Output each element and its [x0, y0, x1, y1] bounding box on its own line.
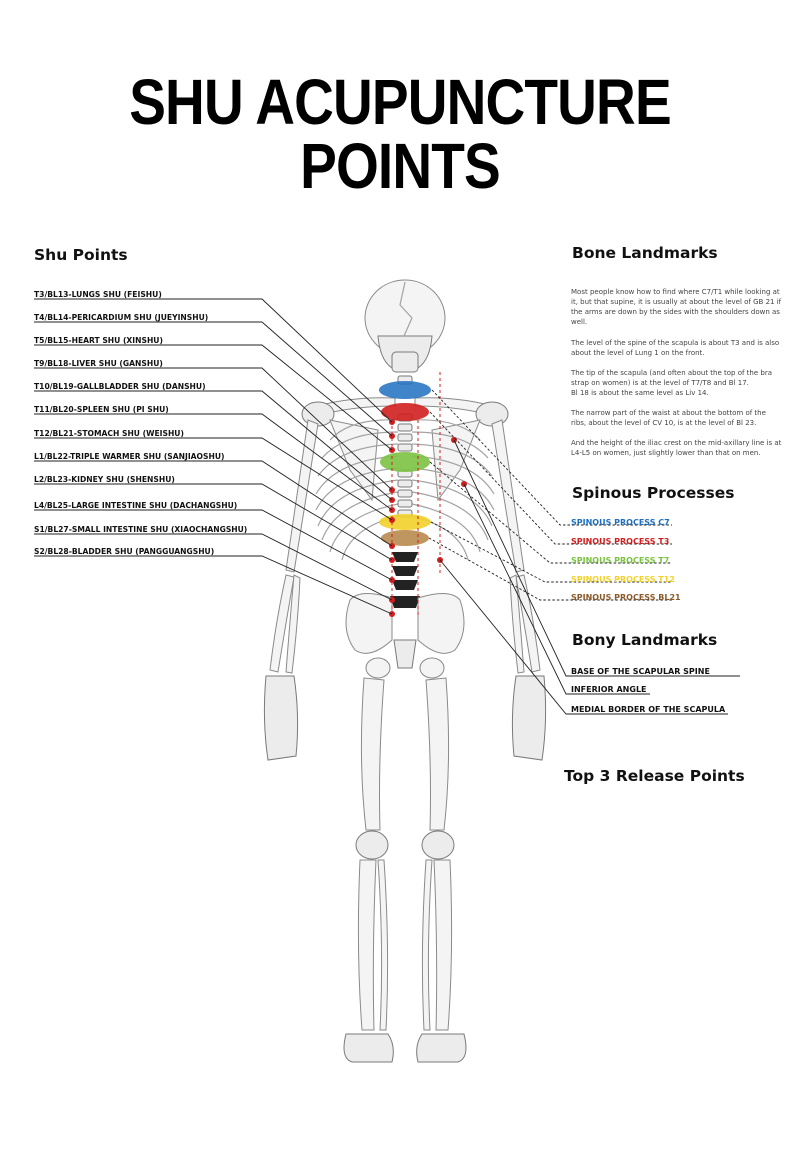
- bony-landmark-label: MEDIAL BORDER OF THE SCAPULA: [571, 705, 726, 714]
- shu-point-label: L1/BL22-TRIPLE WARMER SHU (SANJIAOSHU): [34, 452, 225, 461]
- bone-paragraph: The tip of the scapula (and often about …: [571, 369, 773, 387]
- shu-point-label: S1/BL27-SMALL INTESTINE SHU (XIAOCHANGSH…: [34, 525, 248, 534]
- bone-paragraph: And the height of the iliac crest on the…: [571, 439, 782, 457]
- spinous-processes-heading: Spinous Processes: [572, 484, 735, 502]
- spinous-leader-lines: [428, 389, 672, 601]
- shoulders: [301, 397, 509, 502]
- spinous-t3-highlight: [381, 403, 429, 421]
- spinous-bl21-highlight: [381, 530, 429, 546]
- spinous-c7-highlight: [379, 381, 431, 399]
- spinous-bl21-label: SPINOUS PROCESS BL21: [571, 593, 681, 602]
- bone-paragraph: Bl 18 is about the same level as Liv 14.: [571, 389, 709, 397]
- arms: [263, 419, 547, 761]
- spinous-t12-label: SPINOUS PROCESS T12: [571, 575, 675, 584]
- bony-landmark-label: BASE OF THE SCAPULAR SPINE: [571, 667, 710, 676]
- shu-point-label: T12/BL21-STOMACH SHU (WEISHU): [34, 429, 184, 438]
- release-points-heading: Top 3 Release Points: [564, 767, 745, 785]
- bone-paragraph: The level of the spine of the scapula is…: [571, 339, 780, 357]
- spinous-t7-highlight: [380, 452, 430, 472]
- shu-point-label: T4/BL14-PERICARDIUM SHU (JUEYINSHU): [34, 313, 209, 322]
- legs: [343, 677, 467, 1063]
- shu-point-label: L4/BL25-LARGE INTESTINE SHU (DACHANGSHU): [34, 501, 238, 510]
- shu-point-label: S2/BL28-BLADDER SHU (PANGGUANGSHU): [34, 547, 215, 556]
- page-title: SHU ACUPUNCTURE POINTS: [129, 66, 671, 202]
- shu-point-label: T10/BL19-GALLBLADDER SHU (DANSHU): [34, 382, 206, 391]
- shu-points-heading: Shu Points: [34, 246, 128, 264]
- shu-point-label: L2/BL23-KIDNEY SHU (SHENSHU): [34, 475, 175, 484]
- bone-paragraph: The narrow part of the waist at about th…: [571, 409, 766, 427]
- shu-point-label: T9/BL18-LIVER SHU (GANSHU): [34, 359, 163, 368]
- spinous-t7-label: SPINOUS PROCESS T7: [571, 556, 670, 565]
- bony-landmarks-heading: Bony Landmarks: [572, 631, 718, 649]
- bony-leader-lines: [439, 439, 740, 715]
- shu-point-label: T5/BL15-HEART SHU (XINSHU): [34, 336, 163, 345]
- skull: [364, 279, 446, 373]
- shu-leader-lines: [34, 298, 393, 615]
- bone-landmarks-heading: Bone Landmarks: [572, 244, 718, 262]
- spinous-c7-label: SPINOUS PROCESS C7: [571, 518, 670, 527]
- bony-landmark-label: INFERIOR ANGLE: [571, 685, 647, 694]
- bone-paragraph: Most people know how to find where C7/T1…: [571, 288, 782, 326]
- spinous-t3-label: SPINOUS PROCESS T3: [571, 537, 670, 546]
- shu-point-label: T11/BL20-SPLEEN SHU (PI SHU): [34, 405, 169, 414]
- shu-point-label: T3/BL13-LUNGS SHU (FEISHU): [34, 290, 162, 299]
